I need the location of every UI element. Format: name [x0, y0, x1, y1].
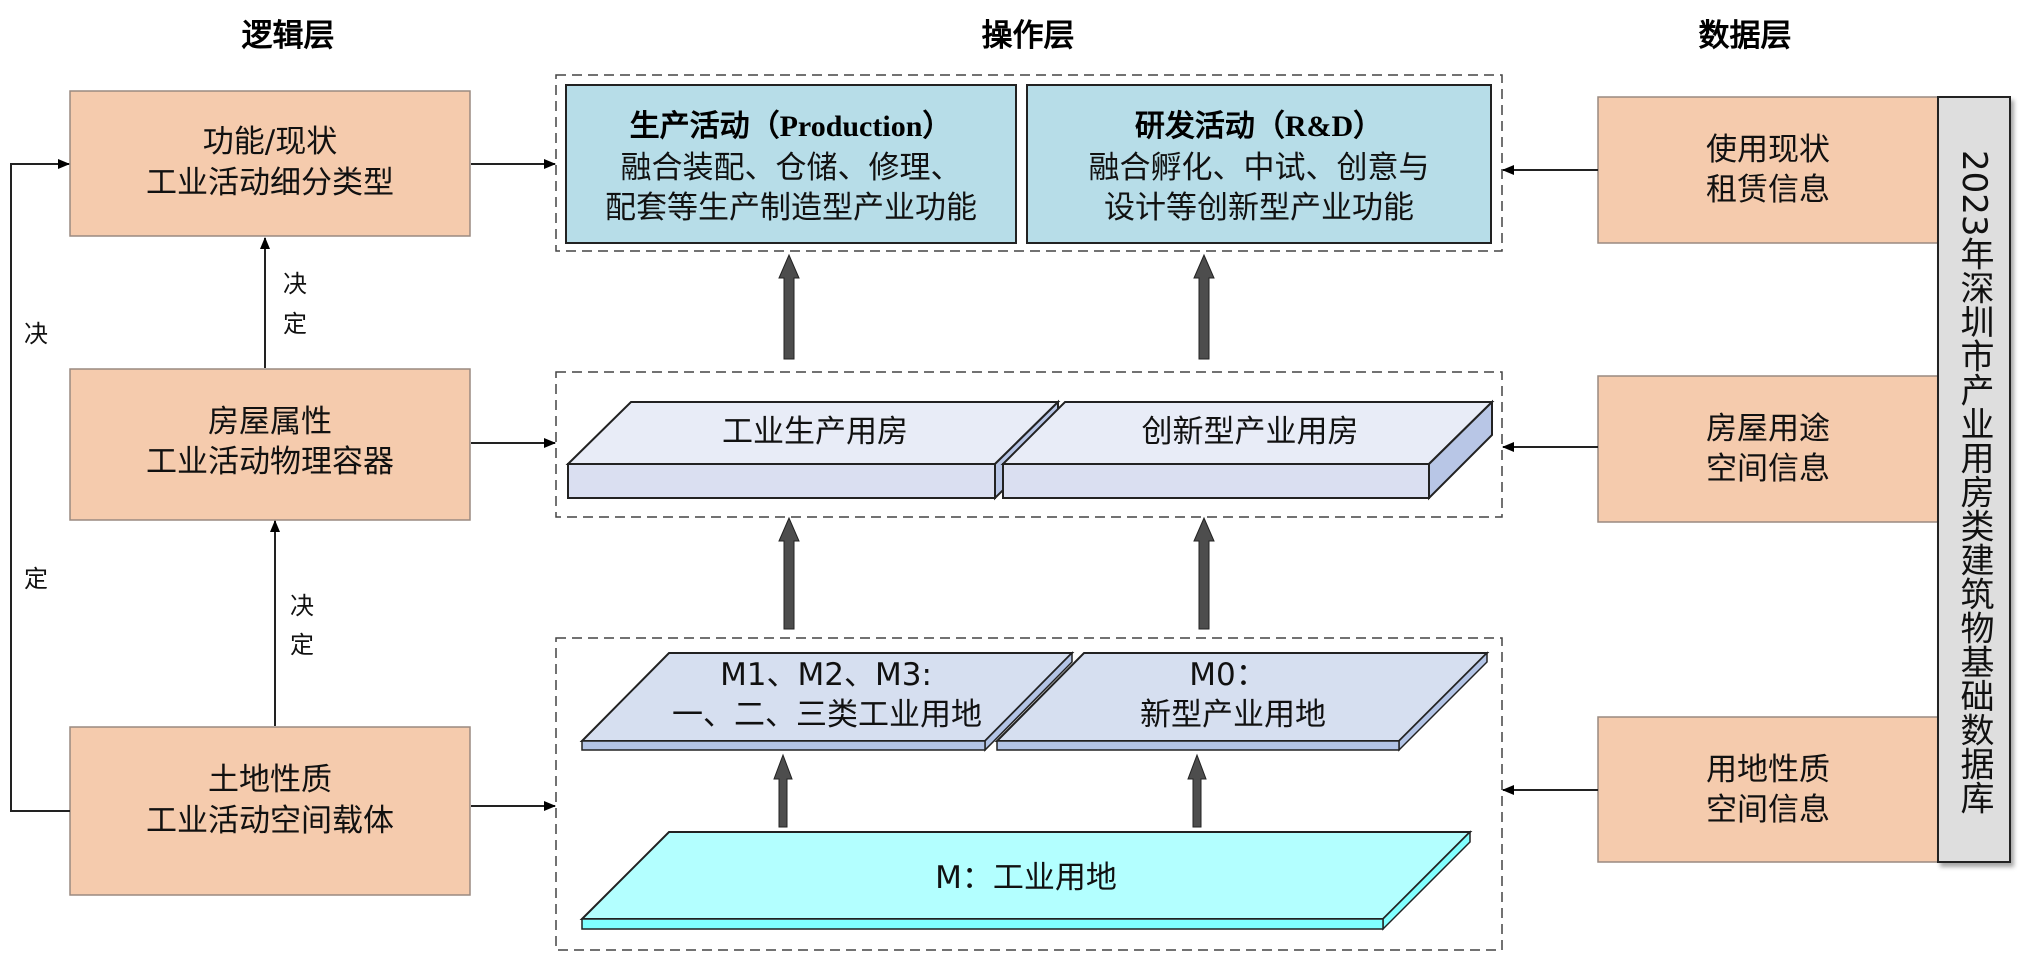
edge-label-loop-2: 定 [24, 565, 48, 593]
logic-box-1-line1: 功能/现状 [203, 124, 337, 160]
data-box-2-line1: 房屋用途 [1706, 411, 1830, 447]
logic-box-land-property: 土地性质 工业活动空间载体 [69, 726, 471, 896]
edge-label-loop-1: 决 [24, 320, 48, 348]
data-box-building-use: 房屋用途 空间信息 [1597, 375, 1939, 523]
land-m123-line2: 一、二、三类工业用地 [672, 697, 982, 733]
land-group-frame [555, 637, 1503, 951]
logic-box-2-line1: 房屋属性 [208, 404, 332, 440]
header-logic-layer: 逻辑层 [242, 18, 335, 54]
data-box-land-use: 用地性质 空间信息 [1597, 716, 1939, 863]
activity-rnd-title: 研发活动（R&D） [1135, 109, 1383, 144]
activity-rnd: 研发活动（R&D） 融合孵化、中试、创意与 设计等创新型产业功能 [1026, 84, 1492, 244]
land-m1-m2-m3: M1、M2、M3: 一、二、三类工业用地 [579, 651, 1075, 752]
logic-box-3-line1: 土地性质 [208, 762, 332, 798]
arrow-m-to-m0 [1187, 753, 1207, 828]
edge-label-top-1: 决 [283, 270, 307, 298]
activity-production-title-cn: 生产活动 [630, 109, 750, 144]
activity-production-title: 生产活动（Production） [630, 109, 953, 144]
activity-rnd-title-cn: 研发活动 [1135, 109, 1255, 144]
edge-label-bottom-2: 定 [290, 631, 314, 659]
big-arrow-land-to-innovative [1193, 516, 1215, 630]
data-box-1-line2: 租赁信息 [1706, 172, 1830, 208]
logic-box-function-status: 功能/现状 工业活动细分类型 [69, 90, 471, 237]
land-m-name: 工业用地 [993, 860, 1117, 896]
data-box-3-line2: 空间信息 [1706, 792, 1830, 828]
logic-box-1-line2: 工业活动细分类型 [146, 165, 394, 201]
big-arrow-buildings-to-rnd [1193, 253, 1215, 360]
logic-box-3-line2: 工业活动空间载体 [146, 803, 394, 839]
data-box-2-line2: 空间信息 [1706, 451, 1830, 487]
edge-label-bottom-1: 决 [290, 592, 314, 620]
header-operation-layer: 操作层 [982, 18, 1075, 54]
building-industrial-label: 工业生产用房 [722, 414, 908, 450]
big-arrow-buildings-to-production [778, 253, 800, 360]
edge-label-top-2: 定 [283, 310, 307, 338]
building-innovative-label: 创新型产业用房 [1142, 414, 1359, 450]
activity-rnd-line3: 设计等创新型产业功能 [1104, 190, 1414, 226]
arrow-m-to-m123 [773, 753, 793, 828]
database-label: 2023年深圳市产业用房类建筑物基础数据库 [1954, 150, 1994, 815]
activity-production-line3: 配套等生产制造型产业功能 [605, 190, 977, 226]
land-m123-front [581, 740, 986, 751]
land-m0-line2: 新型产业用地 [1140, 697, 1326, 733]
data-box-3-line1: 用地性质 [1706, 752, 1830, 788]
data-box-1-line1: 使用现状 [1706, 132, 1830, 168]
land-m-front [581, 918, 1384, 930]
activity-production-line2: 融合装配、仓储、修理、 [621, 150, 962, 186]
logic-box-building-attribute: 房屋属性 工业活动物理容器 [69, 368, 471, 521]
activity-rnd-title-en: （R&D） [1255, 109, 1383, 143]
building-innovative-industry: 创新型产业用房 [1000, 399, 1495, 501]
building-industrial-front [567, 463, 996, 499]
database-box: 2023年深圳市产业用房类建筑物基础数据库 [1937, 96, 2011, 863]
arrow-loop-box3-to-box1 [10, 159, 70, 812]
activity-production-title-en: （Production） [750, 109, 953, 143]
building-innovative-front [1002, 463, 1430, 499]
building-industrial-production: 工业生产用房 [565, 399, 1061, 501]
big-arrow-land-to-industrial [778, 516, 800, 630]
activity-rnd-line2: 融合孵化、中试、创意与 [1089, 150, 1430, 186]
activities-group-frame [555, 74, 1503, 252]
land-m0-front [996, 740, 1400, 751]
activity-production: 生产活动（Production） 融合装配、仓储、修理、 配套等生产制造型产业功… [565, 84, 1017, 244]
buildings-group-frame [555, 371, 1503, 518]
land-m-label: M：工业用地 [935, 860, 1117, 896]
logic-box-2-line2: 工业活动物理容器 [146, 444, 394, 480]
land-m0: M0： 新型产业用地 [994, 651, 1490, 752]
header-data-layer: 数据层 [1699, 18, 1792, 54]
land-m123-line1: M1、M2、M3: [720, 657, 932, 693]
land-m-industrial: M：工业用地 [579, 830, 1473, 931]
land-m0-line1: M0： [1189, 657, 1266, 693]
data-box-usage-rent: 使用现状 租赁信息 [1597, 96, 1939, 244]
land-m-prefix: M： [935, 860, 993, 896]
